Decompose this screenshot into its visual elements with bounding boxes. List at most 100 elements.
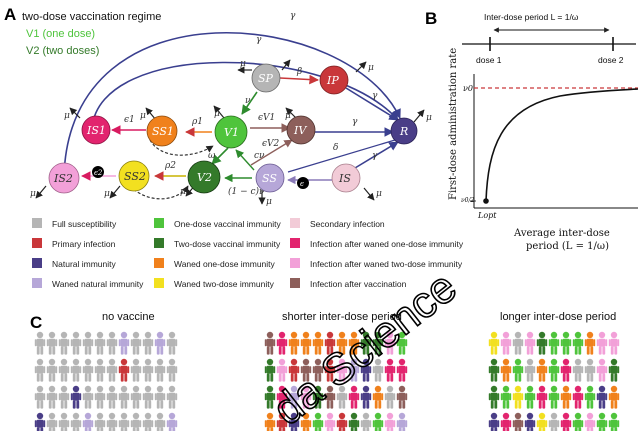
person-icon bbox=[396, 412, 408, 431]
person-icon bbox=[584, 331, 596, 355]
person-icon bbox=[500, 331, 512, 355]
person-icon bbox=[596, 331, 608, 355]
crowd-no-vaccine bbox=[34, 331, 178, 431]
edge-ss-v1 bbox=[235, 149, 255, 171]
label-rho2: ρ2 bbox=[164, 161, 176, 171]
panel-a-letter: A bbox=[4, 5, 16, 24]
person-icon bbox=[154, 385, 166, 409]
legend-swatch bbox=[154, 218, 164, 228]
person-icon bbox=[142, 412, 154, 431]
person-icon bbox=[560, 358, 572, 382]
person-icon bbox=[324, 412, 336, 431]
mu-labels: μ μ μ μ μ μ μ μ μ μ μ μ bbox=[30, 59, 432, 207]
person-icon bbox=[264, 331, 276, 355]
label-c-nu: cν bbox=[254, 151, 265, 161]
label-mu: μ bbox=[104, 189, 110, 199]
chart-y-label: First-dose administration rate bbox=[448, 48, 459, 200]
person-icon bbox=[572, 358, 584, 382]
legend-swatch bbox=[290, 238, 300, 248]
label-mu: μ bbox=[266, 197, 272, 207]
legend-swatch bbox=[154, 258, 164, 268]
person-icon bbox=[548, 358, 560, 382]
legend-swatch bbox=[154, 278, 164, 288]
panel-a-title: two-dose vaccination regime bbox=[22, 11, 161, 23]
svg-text:IS2: IS2 bbox=[53, 172, 73, 185]
edge-sp-ip bbox=[279, 74, 319, 85]
person-icon bbox=[58, 331, 70, 355]
person-icon bbox=[584, 358, 596, 382]
person-icon bbox=[118, 331, 130, 355]
svg-text:SP: SP bbox=[258, 72, 274, 85]
person-icon bbox=[166, 331, 178, 355]
person-icon bbox=[130, 331, 142, 355]
label-mu: μ bbox=[285, 111, 291, 121]
person-icon bbox=[118, 412, 130, 431]
label-mu: μ bbox=[426, 113, 432, 123]
edge-v1-v2 bbox=[211, 147, 229, 165]
label-gamma-outer: γ bbox=[290, 11, 296, 21]
person-icon bbox=[166, 358, 178, 382]
person-icon bbox=[34, 412, 46, 431]
person-icon bbox=[572, 331, 584, 355]
panel-b: B Inter-dose period L = 1/ω dose 1 dose … bbox=[425, 9, 639, 252]
label-omega: ω bbox=[208, 151, 216, 161]
person-icon bbox=[488, 331, 500, 355]
person-icon bbox=[118, 358, 130, 382]
person-icon bbox=[548, 385, 560, 409]
legend-label: Infection after waned one-dose immunity bbox=[310, 239, 464, 249]
person-icon bbox=[94, 358, 106, 382]
svg-text:SS: SS bbox=[262, 172, 277, 185]
label-delta: δ bbox=[333, 143, 338, 153]
person-icon bbox=[596, 385, 608, 409]
dose2-label: dose 2 bbox=[598, 55, 624, 65]
person-icon bbox=[396, 358, 408, 382]
label-eps2: ϵ2 bbox=[94, 169, 103, 177]
node-ip: IP bbox=[319, 65, 349, 95]
person-icon bbox=[130, 385, 142, 409]
person-icon bbox=[94, 385, 106, 409]
svg-text:SS1: SS1 bbox=[152, 125, 174, 138]
svg-text:SS2: SS2 bbox=[124, 170, 146, 183]
person-icon bbox=[524, 412, 536, 431]
edge-ip-r bbox=[345, 87, 399, 121]
legend-label: Waned two-dose immunity bbox=[174, 279, 275, 289]
label-gamma-inner: γ bbox=[256, 35, 262, 45]
person-icon bbox=[154, 412, 166, 431]
legend-swatch bbox=[290, 258, 300, 268]
label-mu: μ bbox=[64, 111, 70, 121]
person-icon bbox=[488, 358, 500, 382]
person-icon bbox=[536, 412, 548, 431]
svg-text:IS1: IS1 bbox=[86, 124, 106, 137]
person-icon bbox=[82, 385, 94, 409]
lopt-label: Lopt bbox=[477, 211, 497, 220]
person-icon bbox=[336, 412, 348, 431]
person-icon bbox=[70, 412, 82, 431]
edge-is-r bbox=[354, 141, 399, 169]
svg-text:IP: IP bbox=[326, 74, 339, 87]
legend-swatch bbox=[290, 278, 300, 288]
c-title-no-vaccine: no vaccine bbox=[102, 311, 155, 323]
person-icon bbox=[82, 331, 94, 355]
panel-c: C no vaccine shorter inter-dose period l… bbox=[30, 311, 620, 431]
nu0-half-label: ν0/2 bbox=[461, 197, 474, 204]
legend-label: Infection after waned two-dose immunity bbox=[310, 259, 463, 269]
label-mu: μ bbox=[214, 109, 220, 119]
person-icon bbox=[264, 412, 276, 431]
node-is2: IS2 bbox=[48, 162, 80, 194]
chart-x-label-line2: period (L = 1/ω) bbox=[526, 241, 609, 252]
edge-sp-v1 bbox=[241, 91, 258, 115]
person-icon bbox=[596, 358, 608, 382]
person-icon bbox=[372, 412, 384, 431]
legend-label: Natural immunity bbox=[52, 259, 117, 269]
person-icon bbox=[500, 385, 512, 409]
person-icon bbox=[524, 385, 536, 409]
person-icon bbox=[396, 385, 408, 409]
person-icon bbox=[46, 412, 58, 431]
person-icon bbox=[94, 331, 106, 355]
svg-text:V1: V1 bbox=[224, 126, 239, 139]
crowd-longer-interval bbox=[488, 331, 620, 431]
person-icon bbox=[536, 385, 548, 409]
person-icon bbox=[70, 358, 82, 382]
